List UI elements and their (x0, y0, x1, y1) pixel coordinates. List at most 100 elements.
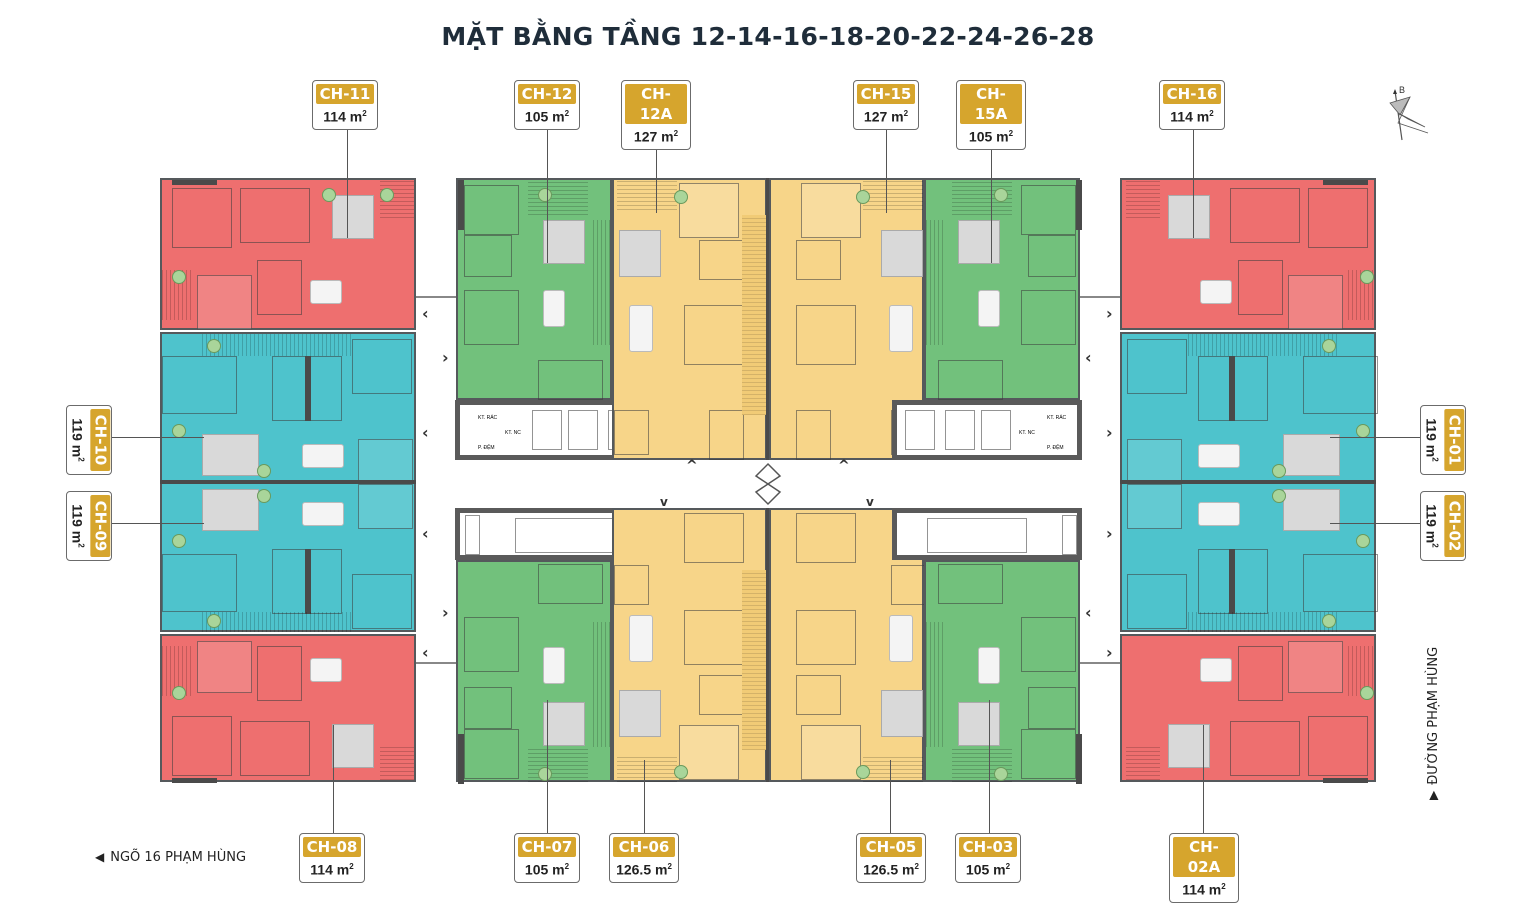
unit-code: CH-05 (860, 837, 922, 857)
unit-label-ch-01[interactable]: CH-01 119 m2 (1420, 405, 1466, 475)
unit-label-ch-15a[interactable]: CH-15A 105 m2 (956, 80, 1026, 150)
unit-area: 114 m2 (1182, 881, 1226, 898)
entry-chevron-icon: ‹ (422, 304, 429, 323)
leader-line (989, 700, 990, 833)
leader-line (890, 760, 891, 833)
unit-area: 119 m2 (69, 504, 86, 548)
leader-line (112, 437, 204, 438)
unit-area: 127 m2 (863, 108, 909, 125)
unit-label-ch-07[interactable]: CH-07 105 m2 (514, 833, 580, 883)
north-arrow-icon: B (1380, 85, 1440, 145)
elevator (532, 410, 562, 450)
unit-label-ch-02a[interactable]: CH-02A 114 m2 (1169, 833, 1239, 903)
unit-code: CH-09 (90, 495, 111, 557)
entry-chevron-icon: › (442, 603, 449, 622)
unit-code: CH-12A (625, 84, 687, 124)
center-wall (766, 508, 769, 782)
entry-chevron-icon: › (1106, 423, 1113, 442)
unit-area: 114 m2 (310, 861, 354, 878)
leader-line (644, 760, 645, 833)
unit-label-ch-05[interactable]: CH-05 126.5 m2 (856, 833, 926, 883)
entry-chevron-icon: ‹ (422, 643, 429, 662)
street-label-ngo-16: ◀NGÕ 16 PHẠM HÙNG (95, 850, 247, 865)
unit-ch-02[interactable] (1120, 482, 1378, 632)
core-label-kt-rac: KT. RÁC (1047, 415, 1067, 421)
stairwell (927, 518, 1027, 553)
compass-letter: B (1399, 85, 1406, 95)
elevator (905, 410, 935, 450)
page-title: MẶT BẰNG TẦNG 12-14-16-18-20-22-24-26-28 (441, 22, 1095, 51)
unit-label-ch-03[interactable]: CH-03 105 m2 (955, 833, 1021, 883)
unit-area: 105 m2 (524, 108, 570, 125)
core-label-kt-nc: KT. NC (1019, 430, 1035, 436)
entry-chevron-icon: › (1106, 304, 1113, 323)
unit-area: 119 m2 (1423, 504, 1440, 548)
unit-area: 126.5 m2 (616, 861, 672, 878)
entry-chevron-icon: v (660, 495, 668, 509)
street-label-pham-hung: ▶ĐƯỜNG PHẠM HÙNG (1426, 646, 1441, 800)
party-wall (160, 480, 416, 484)
leader-line (547, 700, 548, 833)
unit-code: CH-08 (303, 837, 361, 857)
entry-chevron-icon: ^ (686, 458, 698, 474)
unit-label-ch-10[interactable]: CH-10 119 m2 (66, 405, 112, 475)
unit-label-ch-06[interactable]: CH-06 126.5 m2 (609, 833, 679, 883)
unit-area: 119 m2 (69, 418, 86, 462)
unit-ch-08[interactable] (160, 634, 416, 783)
entry-chevron-icon: › (442, 348, 449, 367)
unit-ch-03[interactable] (924, 560, 1082, 784)
unit-code: CH-07 (518, 837, 576, 857)
core-label-p-dem: P. ĐỆM (1047, 445, 1064, 451)
unit-ch-15a[interactable] (924, 178, 1082, 400)
entry-chevron-icon: ‹ (422, 423, 429, 442)
entry-chevron-icon: ‹ (1085, 348, 1092, 367)
unit-ch-02a[interactable] (1120, 634, 1376, 783)
unit-label-ch-12a[interactable]: CH-12A 127 m2 (621, 80, 691, 150)
unit-ch-11[interactable] (160, 178, 416, 330)
unit-ch-06[interactable] (612, 508, 767, 782)
leader-line (656, 128, 657, 213)
entry-chevron-icon: › (1106, 524, 1113, 543)
unit-ch-01[interactable] (1120, 332, 1378, 484)
leader-line (1193, 128, 1194, 238)
unit-label-ch-15[interactable]: CH-15 127 m2 (853, 80, 919, 130)
leader-line (347, 128, 348, 238)
unit-label-ch-08[interactable]: CH-08 114 m2 (299, 833, 365, 883)
unit-area: 105 m2 (524, 861, 570, 878)
entry-chevron-icon: ‹ (1085, 603, 1092, 622)
unit-ch-12a[interactable] (612, 178, 767, 460)
unit-ch-07[interactable] (456, 560, 613, 784)
unit-label-ch-12[interactable]: CH-12 105 m2 (514, 80, 580, 130)
unit-code: CH-02 (1444, 495, 1465, 557)
leader-line (1330, 437, 1422, 438)
elevator (945, 410, 975, 450)
leader-line (333, 725, 334, 833)
core-label-kt-rac: KT. RÁC (478, 415, 498, 421)
right-arrow-icon: ▶ (1426, 790, 1440, 800)
unit-ch-12[interactable] (456, 178, 613, 400)
unit-area: 119 m2 (1423, 418, 1440, 462)
stairwell (515, 518, 615, 553)
unit-code: CH-01 (1444, 409, 1465, 471)
unit-ch-16[interactable] (1120, 178, 1376, 330)
unit-label-ch-02[interactable]: CH-02 119 m2 (1420, 491, 1466, 561)
unit-code: CH-02A (1173, 837, 1235, 877)
unit-ch-10[interactable] (160, 332, 416, 484)
unit-label-ch-11[interactable]: CH-11 114 m2 (312, 80, 378, 130)
corridor (742, 570, 767, 750)
core-right-top: KT. RÁC KT. NC P. ĐỆM (892, 400, 1082, 460)
unit-code: CH-03 (959, 837, 1017, 857)
unit-area: 105 m2 (965, 861, 1011, 878)
unit-label-ch-16[interactable]: CH-16 114 m2 (1159, 80, 1225, 130)
unit-label-ch-09[interactable]: CH-09 119 m2 (66, 491, 112, 561)
unit-code: CH-12 (518, 84, 576, 104)
corridor (742, 215, 767, 415)
unit-code: CH-15A (960, 84, 1022, 124)
corridor-link (416, 662, 456, 664)
unit-ch-09[interactable] (160, 482, 416, 632)
corridor-link (1080, 296, 1120, 298)
unit-code: CH-06 (613, 837, 675, 857)
corridor-link (416, 296, 456, 298)
unit-area: 126.5 m2 (863, 861, 919, 878)
corridor-link (1080, 662, 1120, 664)
